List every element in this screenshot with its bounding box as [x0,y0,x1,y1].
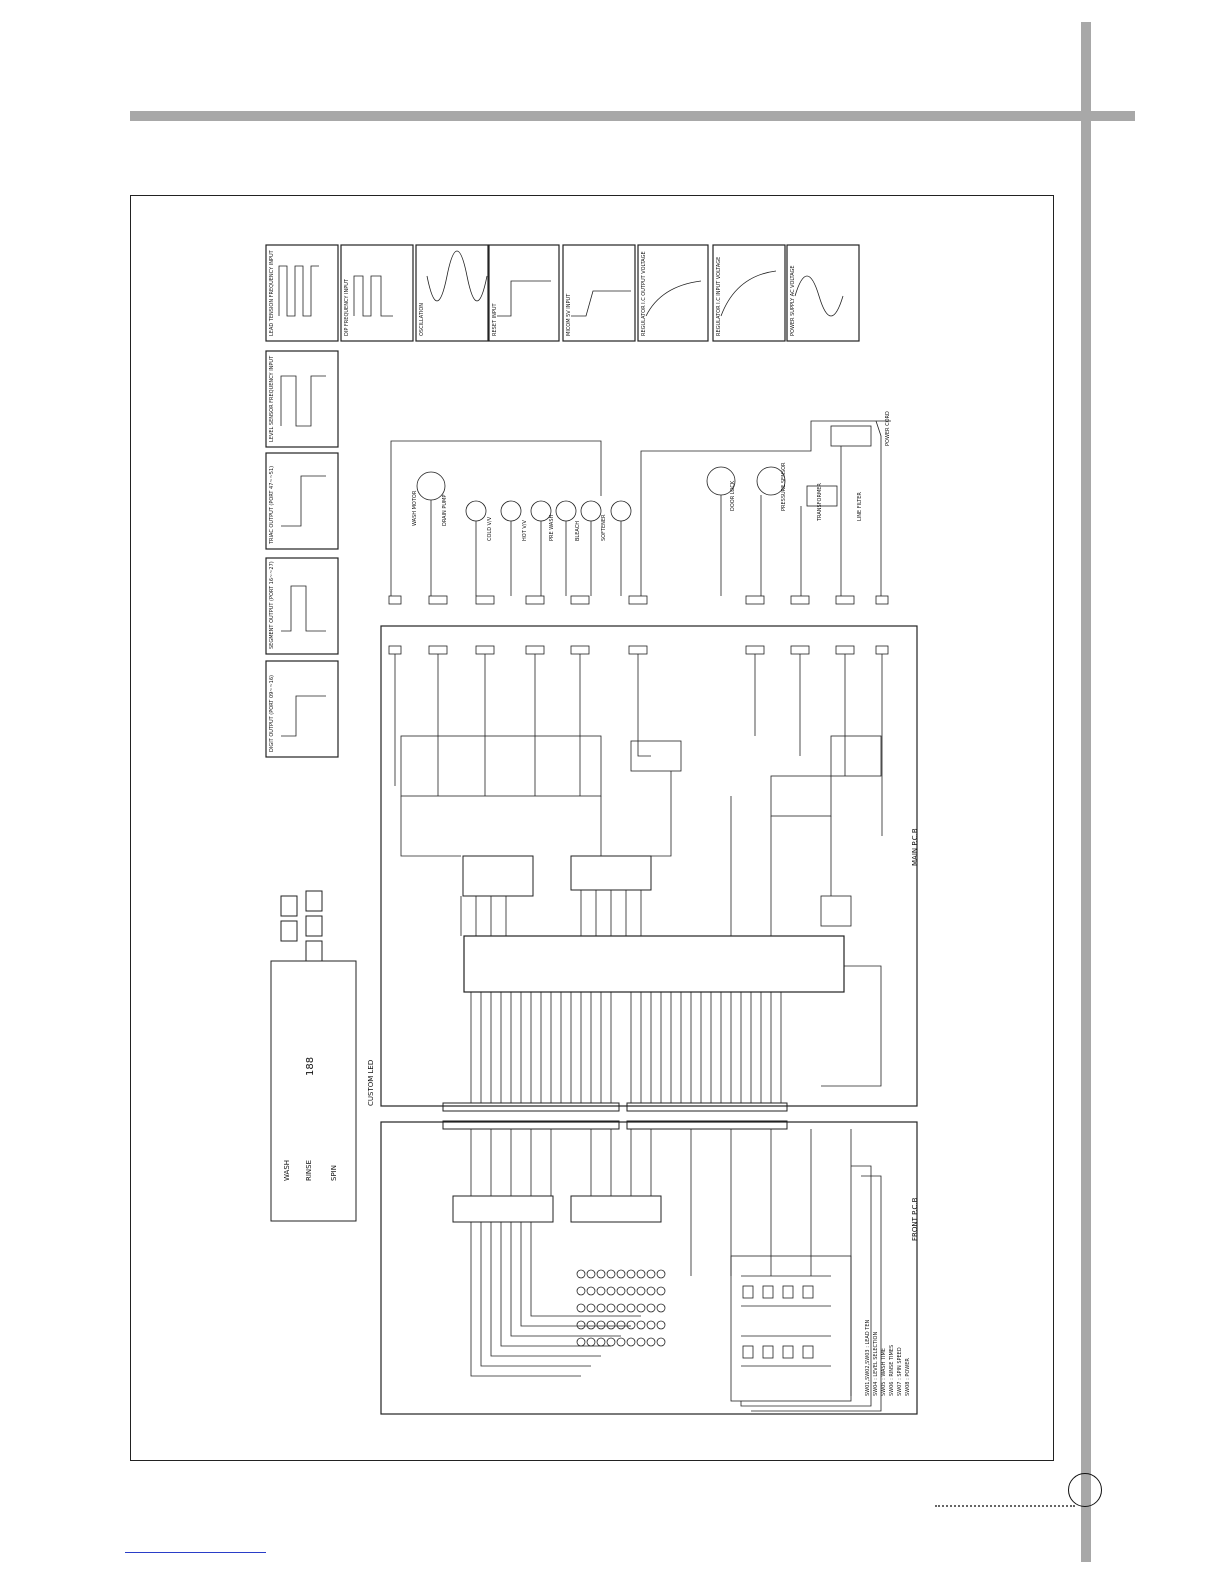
custom-led-label: CUSTOM LED [367,1060,375,1106]
micom-ic [463,935,845,993]
waveform-title: REGULATOR I.C INPUT VOLTAGE [716,257,722,336]
waveform-title: DIGIT OUTPUT (PORT 09~~16) [269,675,275,752]
page-number [1068,1473,1102,1507]
eeprom-ic [462,855,534,897]
header-rule [130,111,1135,121]
matrix-lines [470,1222,641,1377]
waveform-title: OSCILLATION [419,303,425,336]
terminal-row-top [388,595,889,605]
waveform-title: DIP FREQUENCY INPUT [344,278,350,336]
led-matrix [576,1269,666,1347]
waveform-title: POWER SUPPLY AC VOLTAGE [790,265,796,336]
note-line: SW04 : LEVEL SELECTION [873,1332,879,1396]
svg-text:188: 188 [305,1057,316,1076]
waveform-title: RESET INPUT [492,303,498,336]
front-ic-2 [570,1195,662,1223]
driver-ic [570,855,652,891]
circuit-diagram: 188 MAIN P.C.B FRONT P.C.B CUSTOM LED LE… [265,244,919,1415]
load-label: WASH MOTOR [412,490,418,526]
note-line: SW08 : POWER [905,1358,911,1396]
load-label: TRANSFORMER [817,483,823,522]
waveform-title: LEVEL SENSOR FREQUENCY INPUT [269,355,275,442]
load-label: PRE WASH [549,514,555,541]
load-label: DOOR LOCK [730,480,736,511]
note-line: SW07 : SPIN SPEED [897,1347,903,1396]
side-rule [1081,22,1091,1562]
footer-link-rule [125,1552,266,1553]
footer-dots [935,1505,1075,1507]
front-pcb-label: FRONT P.C.B [911,1197,919,1241]
waveform-row-top [265,244,860,342]
front-ic-1 [452,1195,554,1223]
bus-lines [460,890,852,1396]
load-label: COLD V/V [487,516,493,541]
waveform-title: REGULATOR I.C OUTPUT VOLTAGE [641,251,647,336]
panel-rinse: RINSE [305,1160,313,1181]
waveform-title: MICOM 5V INPUT [566,293,572,336]
load-label: BLEACH [575,521,581,541]
load-label: HOT V/V [522,520,528,541]
load-label: DRAIN PUMP [442,495,448,526]
main-pcb-outline [380,625,918,1107]
main-pcb-label: MAIN P.C.B [911,828,919,866]
load-label: LINE FILTER [857,492,863,521]
loads-block [390,420,891,596]
panel-spin: SPIN [330,1165,338,1181]
triac-drivers [394,654,883,1087]
note-line: SW05 : WASH TIME [881,1348,887,1396]
waveform-title: TRIAC OUTPUT (PORT 47~~51) [269,466,275,545]
schematic-frame [130,195,1054,1461]
note-line: SW01,SW02,SW03 : LEAD TEN [865,1320,871,1397]
note-line: SW06 : RINSE TIMES [889,1345,895,1396]
terminal-row-main [388,645,889,655]
waveform-title: LEAD TENSION FREQUENCY INPUT [269,249,275,336]
load-label: POWER CORD [885,411,891,446]
waveform-column [265,350,339,758]
control-panel: 188 [270,890,357,1222]
waveform-title: SEGMENT OUTPUT (PORT 16~~27) [269,561,275,649]
load-label: PRESSURE SENSOR [781,462,787,511]
load-label: SOFTENER [601,514,607,541]
panel-wash: WASH [283,1160,291,1181]
board-connector [442,1102,788,1130]
switch-block [730,1165,882,1412]
front-pcb-outline [380,1121,918,1415]
